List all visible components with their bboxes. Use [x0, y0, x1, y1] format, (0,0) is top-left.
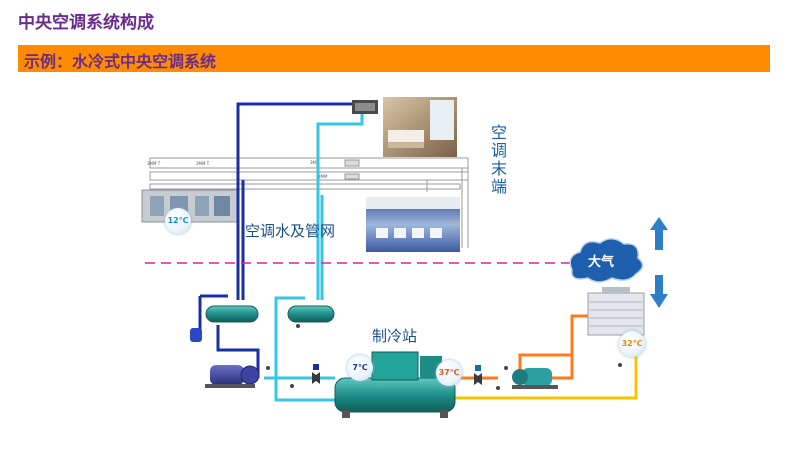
duct-label-side-a: 3MM T — [147, 161, 161, 166]
instrument-markers — [266, 324, 622, 390]
condenser-return-temperature-badge: 37℃ — [436, 360, 462, 386]
water-distributor-header — [287, 305, 335, 323]
expansion-tank — [190, 328, 202, 342]
duct-label-top: 3MM — [310, 160, 320, 165]
chilled-water-pipe-light — [264, 114, 364, 402]
terminal-label: 空调末端 — [488, 124, 507, 196]
fan-coil-unit — [352, 100, 378, 114]
atmosphere-cloud — [569, 238, 644, 283]
chilled-supply-temperature-badge: 7℃ — [347, 355, 373, 381]
air-duct-system — [149, 157, 469, 248]
chiller-unit — [334, 351, 456, 418]
slide-title: 中央空调系统构成 — [18, 13, 154, 33]
banner-text: 示例：水冷式中央空调系统 — [24, 52, 217, 71]
water-network-label: 空调水及管网 — [245, 222, 336, 240]
chiller-station-label: 制冷站 — [372, 327, 418, 345]
heat-exchange-arrows — [650, 217, 668, 308]
chilled-water-pipe-dark — [195, 102, 352, 378]
duct-label-middle: 3MM — [318, 174, 328, 179]
chilled-water-pump — [205, 365, 260, 388]
office-image — [366, 197, 460, 252]
down-arrow-icon — [650, 275, 668, 308]
section-banner: 示例：水冷式中央空调系统 — [18, 45, 770, 72]
valves — [312, 364, 482, 385]
water-collector-header — [205, 305, 259, 323]
up-arrow-icon — [650, 217, 668, 250]
atmosphere-label: 大气 — [588, 255, 615, 270]
condenser-water-pump — [512, 368, 558, 389]
cooling-tower-temperature-badge: 32℃ — [619, 331, 645, 357]
duct-labels: 3MM 3MM 3MM T 3MM T — [147, 160, 328, 179]
duct-label-side-b: 3MM T — [196, 161, 210, 166]
cooling-tower — [587, 287, 645, 336]
hotel-room-image — [383, 97, 457, 157]
air-handling-unit — [141, 189, 238, 223]
ahu-temperature-badge: 12℃ — [165, 208, 191, 234]
